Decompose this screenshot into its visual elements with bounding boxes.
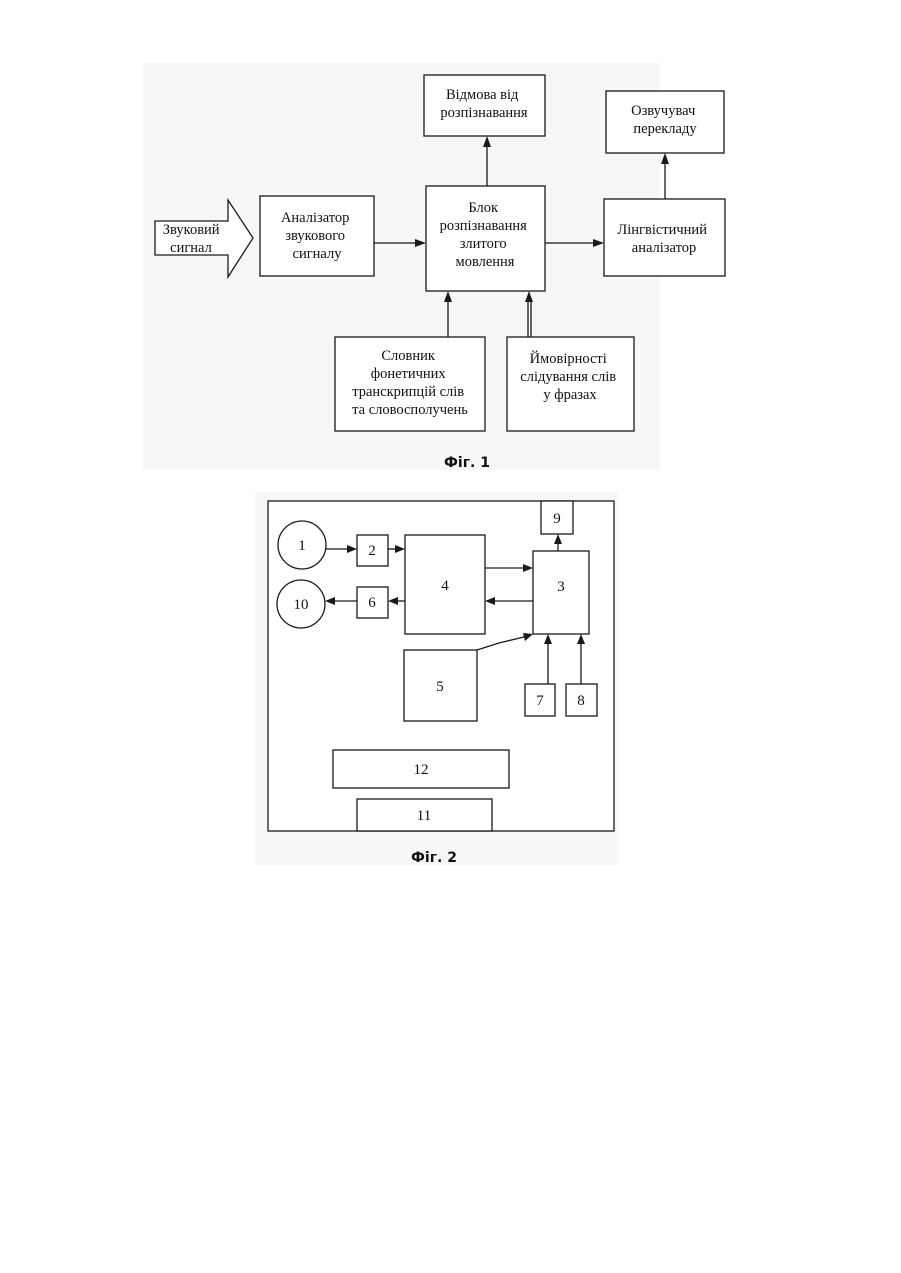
figure2-caption: Фіг. 2 (411, 850, 457, 866)
node-10-label: 10 (294, 597, 309, 613)
node-9-label: 9 (553, 511, 561, 527)
node-3-label: 3 (557, 579, 565, 595)
node-1-label: 1 (298, 538, 306, 554)
arrowhead (661, 153, 669, 164)
node-2-label: 2 (368, 543, 376, 559)
node-7-label: 7 (536, 693, 544, 709)
node-8-label: 8 (577, 693, 585, 709)
node-12-label: 12 (414, 762, 429, 778)
node-5-label: 5 (436, 679, 444, 695)
node-4-label: 4 (441, 578, 449, 594)
figure1-caption: Фіг. 1 (444, 455, 490, 471)
node-6-label: 6 (368, 595, 376, 611)
node-11-label: 11 (417, 808, 431, 824)
